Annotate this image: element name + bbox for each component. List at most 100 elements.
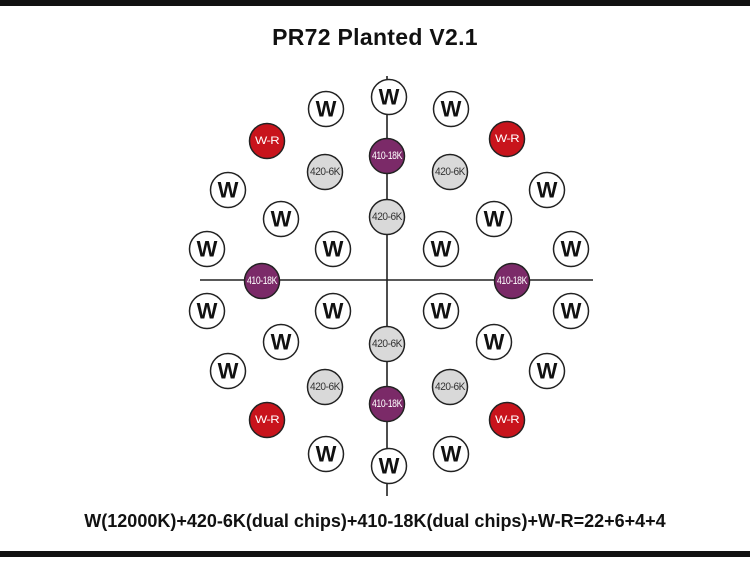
w-led-chip: W [432,90,470,128]
led-420-6k-chip: 420-6K [431,368,469,406]
led-420-6k-label: 420-6K [372,338,403,350]
w-led-circle [370,78,408,116]
led-420-6k-circle [306,368,344,406]
led-410-18k-label: 410-18K [247,275,278,287]
w-led-chip: W [307,435,345,473]
w-led-label: W [441,442,462,467]
w-led-circle [370,447,408,485]
w-led-circle [432,435,470,473]
w-r-led-circle [248,122,286,160]
w-led-chip: W [422,292,460,330]
w-led-label: W [441,97,462,122]
w-r-led-chip: W-R [248,122,286,160]
led-410-18k-label: 410-18K [497,275,528,287]
w-led-chip: W [432,435,470,473]
w-led-chip: W [475,200,513,238]
w-led-circle [422,292,460,330]
w-led-label: W [431,237,452,262]
led-420-6k-chip: 420-6K [368,198,406,236]
w-led-label: W [197,299,218,324]
w-led-label: W [431,299,452,324]
led-420-6k-chip: 420-6K [368,325,406,363]
w-led-label: W [316,442,337,467]
w-r-led-chip: W-R [248,401,286,439]
w-led-circle [314,292,352,330]
led-420-6k-circle [431,368,469,406]
w-led-circle [475,200,513,238]
w-led-label: W [537,178,558,203]
led-420-6k-circle [368,198,406,236]
w-r-led-circle [488,401,526,439]
w-led-chip: W [188,230,226,268]
led-420-6k-chip: 420-6K [306,368,344,406]
w-led-circle [422,230,460,268]
w-led-chip: W [262,323,300,361]
led-420-6k-circle [306,153,344,191]
w-r-led-label: W-R [495,414,520,426]
w-led-circle [552,292,590,330]
w-led-label: W [537,359,558,384]
led-420-6k-circle [368,325,406,363]
led-420-6k-label: 420-6K [372,211,403,223]
w-led-chip: W [209,352,247,390]
w-led-chip: W [552,292,590,330]
w-r-led-chip: W-R [488,120,526,158]
led-420-6k-chip: 420-6K [431,153,469,191]
w-r-led-circle [488,120,526,158]
w-r-led-circle [248,401,286,439]
w-led-circle [528,171,566,209]
w-led-label: W [561,299,582,324]
led-410-18k-chip: 410-18K [368,385,406,423]
led-410-18k-circle [493,262,531,300]
w-led-label: W [561,237,582,262]
w-led-label: W [316,97,337,122]
led-420-6k-label: 420-6K [310,381,341,393]
w-led-chip: W [370,78,408,116]
w-r-led-label: W-R [255,414,280,426]
led-chips-group: W W W W-R 410-18K W-R 420-6K 420-6K W W W 420-6K W W W… [188,78,590,485]
w-led-chip: W [552,230,590,268]
w-led-label: W [271,330,292,355]
w-led-label: W [484,207,505,232]
led-410-18k-circle [368,137,406,175]
diagram-caption: W(12000K)+420-6K(dual chips)+410-18K(dua… [84,511,666,531]
w-led-circle [432,90,470,128]
w-led-chip: W [528,352,566,390]
w-led-label: W [271,207,292,232]
w-led-circle [188,230,226,268]
w-led-circle [188,292,226,330]
w-led-circle [209,352,247,390]
led-410-18k-chip: 410-18K [243,262,281,300]
led-410-18k-label: 410-18K [372,150,403,162]
led-layout-diagram: W W W W-R 410-18K W-R 420-6K 420-6K W W W 420-6K W W W… [188,76,593,496]
w-led-circle [475,323,513,361]
w-led-circle [307,90,345,128]
w-led-label: W [379,454,400,479]
diagram-title: PR72 Planted V2.1 [272,24,478,50]
led-420-6k-circle [431,153,469,191]
led-410-18k-circle [368,385,406,423]
w-led-label: W [323,299,344,324]
w-led-chip: W [370,447,408,485]
led-420-6k-label: 420-6K [310,166,341,178]
w-led-label: W [323,237,344,262]
led-420-6k-chip: 420-6K [306,153,344,191]
w-led-label: W [197,237,218,262]
w-led-circle [314,230,352,268]
w-led-circle [262,323,300,361]
w-led-chip: W [262,200,300,238]
w-led-chip: W [422,230,460,268]
w-r-led-label: W-R [255,135,280,147]
w-r-led-label: W-R [495,133,520,145]
w-led-label: W [218,178,239,203]
w-led-label: W [218,359,239,384]
led-410-18k-circle [243,262,281,300]
led-410-18k-label: 410-18K [372,398,403,410]
w-r-led-chip: W-R [488,401,526,439]
w-led-circle [209,171,247,209]
led-420-6k-label: 420-6K [435,166,466,178]
w-led-circle [307,435,345,473]
w-led-chip: W [475,323,513,361]
w-led-chip: W [188,292,226,330]
